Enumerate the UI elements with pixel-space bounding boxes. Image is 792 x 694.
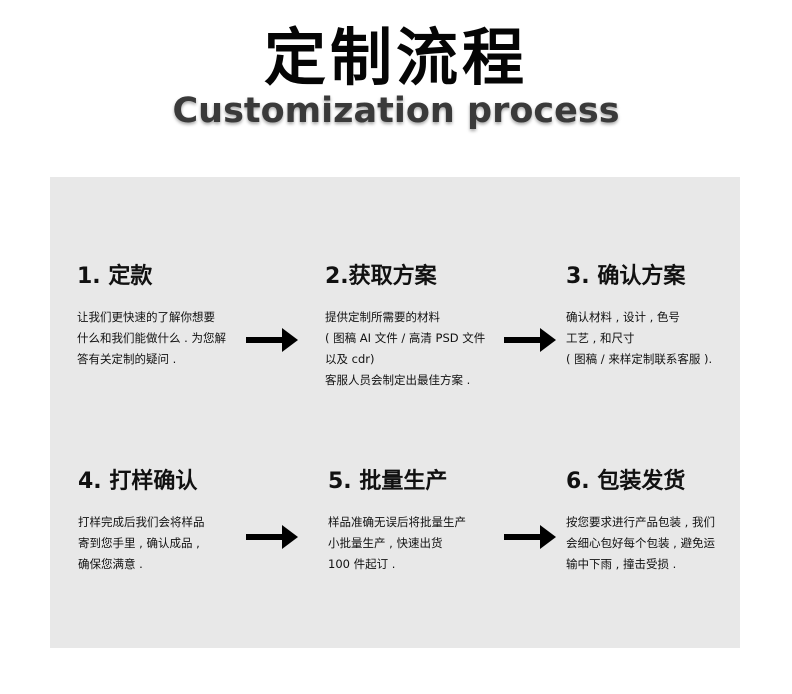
arrow-right-icon xyxy=(504,525,556,549)
step-6-line: 按您要求进行产品包装 , 我们 xyxy=(566,515,715,529)
step-6-title: 6. 包装发货 xyxy=(566,469,686,494)
step-3-line: 确认材料 , 设计 , 色号 xyxy=(566,310,680,324)
step-2-description: 提供定制所需要的材料 ( 图稿 AI 文件 / 高清 PSD 文件 以及 cdr… xyxy=(325,307,485,391)
step-6: 6. 包装发货 按您要求进行产品包装 , 我们 会细心包好每个包装 , 避免运 … xyxy=(566,468,715,575)
step-5-line: 小批量生产 , 快速出货 xyxy=(328,536,443,550)
step-5: 5. 批量生产 样品准确无误后将批量生产 小批量生产 , 快速出货 100 件起… xyxy=(328,468,466,575)
step-3-title: 3. 确认方案 xyxy=(566,264,686,289)
step-3-description: 确认材料 , 设计 , 色号 工艺 , 和尺寸 ( 图稿 / 来样定制联系客服 … xyxy=(566,307,712,370)
step-5-line: 100 件起订 . xyxy=(328,557,396,571)
step-1-line: 什么和我们能做什么 . 为您解 xyxy=(77,331,226,345)
page-subtitle: Customization process xyxy=(172,91,620,131)
process-panel: 1. 定款 让我们更快速的了解你想要 什么和我们能做什么 . 为您解 答有关定制… xyxy=(50,177,740,648)
step-2-title: 2.获取方案 xyxy=(325,264,437,289)
step-4: 4. 打样确认 打样完成后我们会将样品 寄到您手里 , 确认成品 , 确保您满意… xyxy=(78,468,205,575)
arrow-right-icon xyxy=(246,328,298,352)
step-6-line: 输中下雨 , 撞击受损 . xyxy=(566,557,677,571)
page-title: 定制流程 xyxy=(263,21,528,94)
step-5-line: 样品准确无误后将批量生产 xyxy=(328,515,466,529)
step-1-title: 1. 定款 xyxy=(77,264,153,289)
step-2-line: 提供定制所需要的材料 xyxy=(325,310,440,324)
step-2-line: 客服人员会制定出最佳方案 . xyxy=(325,373,471,387)
step-4-title: 4. 打样确认 xyxy=(78,469,198,494)
step-2-line: ( 图稿 AI 文件 / 高清 PSD 文件 xyxy=(325,331,486,345)
step-3-line: 工艺 , 和尺寸 xyxy=(566,331,635,345)
step-6-description: 按您要求进行产品包装 , 我们 会细心包好每个包装 , 避免运 输中下雨 , 撞… xyxy=(566,512,715,575)
step-4-description: 打样完成后我们会将样品 寄到您手里 , 确认成品 , 确保您满意 . xyxy=(78,512,205,575)
step-3: 3. 确认方案 确认材料 , 设计 , 色号 工艺 , 和尺寸 ( 图稿 / 来… xyxy=(566,263,712,370)
step-4-line: 确保您满意 . xyxy=(78,557,143,571)
step-6-line: 会细心包好每个包装 , 避免运 xyxy=(566,536,715,550)
step-1: 1. 定款 让我们更快速的了解你想要 什么和我们能做什么 . 为您解 答有关定制… xyxy=(77,263,226,370)
step-5-description: 样品准确无误后将批量生产 小批量生产 , 快速出货 100 件起订 . xyxy=(328,512,466,575)
arrow-right-icon xyxy=(504,328,556,352)
step-4-line: 寄到您手里 , 确认成品 , xyxy=(78,536,200,550)
step-1-line: 答有关定制的疑问 . xyxy=(77,352,177,366)
step-2: 2.获取方案 提供定制所需要的材料 ( 图稿 AI 文件 / 高清 PSD 文件… xyxy=(325,263,485,391)
step-3-line: ( 图稿 / 来样定制联系客服 ). xyxy=(566,352,713,366)
arrow-right-icon xyxy=(246,525,298,549)
step-5-title: 5. 批量生产 xyxy=(328,469,448,494)
step-2-line: 以及 cdr) xyxy=(325,352,375,366)
step-4-line: 打样完成后我们会将样品 xyxy=(78,515,205,529)
step-1-line: 让我们更快速的了解你想要 xyxy=(77,310,215,324)
step-1-description: 让我们更快速的了解你想要 什么和我们能做什么 . 为您解 答有关定制的疑问 . xyxy=(77,307,226,370)
